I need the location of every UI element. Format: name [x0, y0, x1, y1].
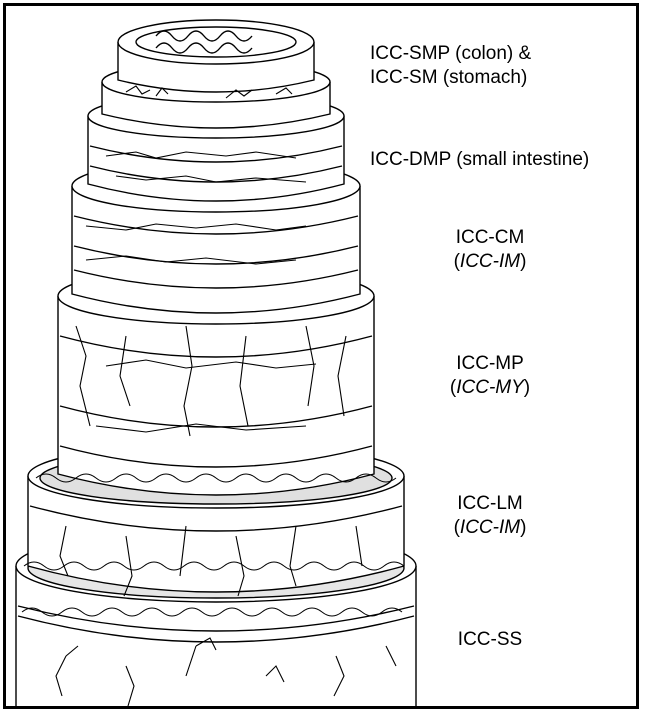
label-icc-lm-line2: (ICC-IM) [430, 516, 550, 540]
label-icc-mp-line1: ICC-MP [430, 352, 550, 376]
label-icc-smp: ICC-SMP (colon) & ICC-SM (stomach) [370, 42, 531, 90]
label-icc-cm: ICC-CM (ICC-IM) [430, 226, 550, 274]
label-icc-mp: ICC-MP (ICC-MY) [430, 352, 550, 400]
figure-frame: ICC-SMP (colon) & ICC-SM (stomach) ICC-D… [3, 3, 639, 709]
label-icc-ss: ICC-SS [430, 628, 550, 652]
label-icc-dmp: ICC-DMP (small intestine) [370, 148, 589, 172]
label-icc-smp-line1: ICC-SMP (colon) & [370, 42, 531, 66]
label-icc-ss-line1: ICC-SS [430, 628, 550, 652]
label-icc-cm-line2: (ICC-IM) [430, 250, 550, 274]
mucosa-tier [118, 20, 314, 92]
label-icc-lm-line1: ICC-LM [430, 492, 550, 516]
label-icc-cm-line1: ICC-CM [430, 226, 550, 250]
label-icc-lm: ICC-LM (ICC-IM) [430, 492, 550, 540]
label-icc-smp-line2: ICC-SM (stomach) [370, 66, 531, 90]
label-icc-dmp-line1: ICC-DMP (small intestine) [370, 148, 589, 172]
label-icc-mp-line2: (ICC-MY) [430, 376, 550, 400]
